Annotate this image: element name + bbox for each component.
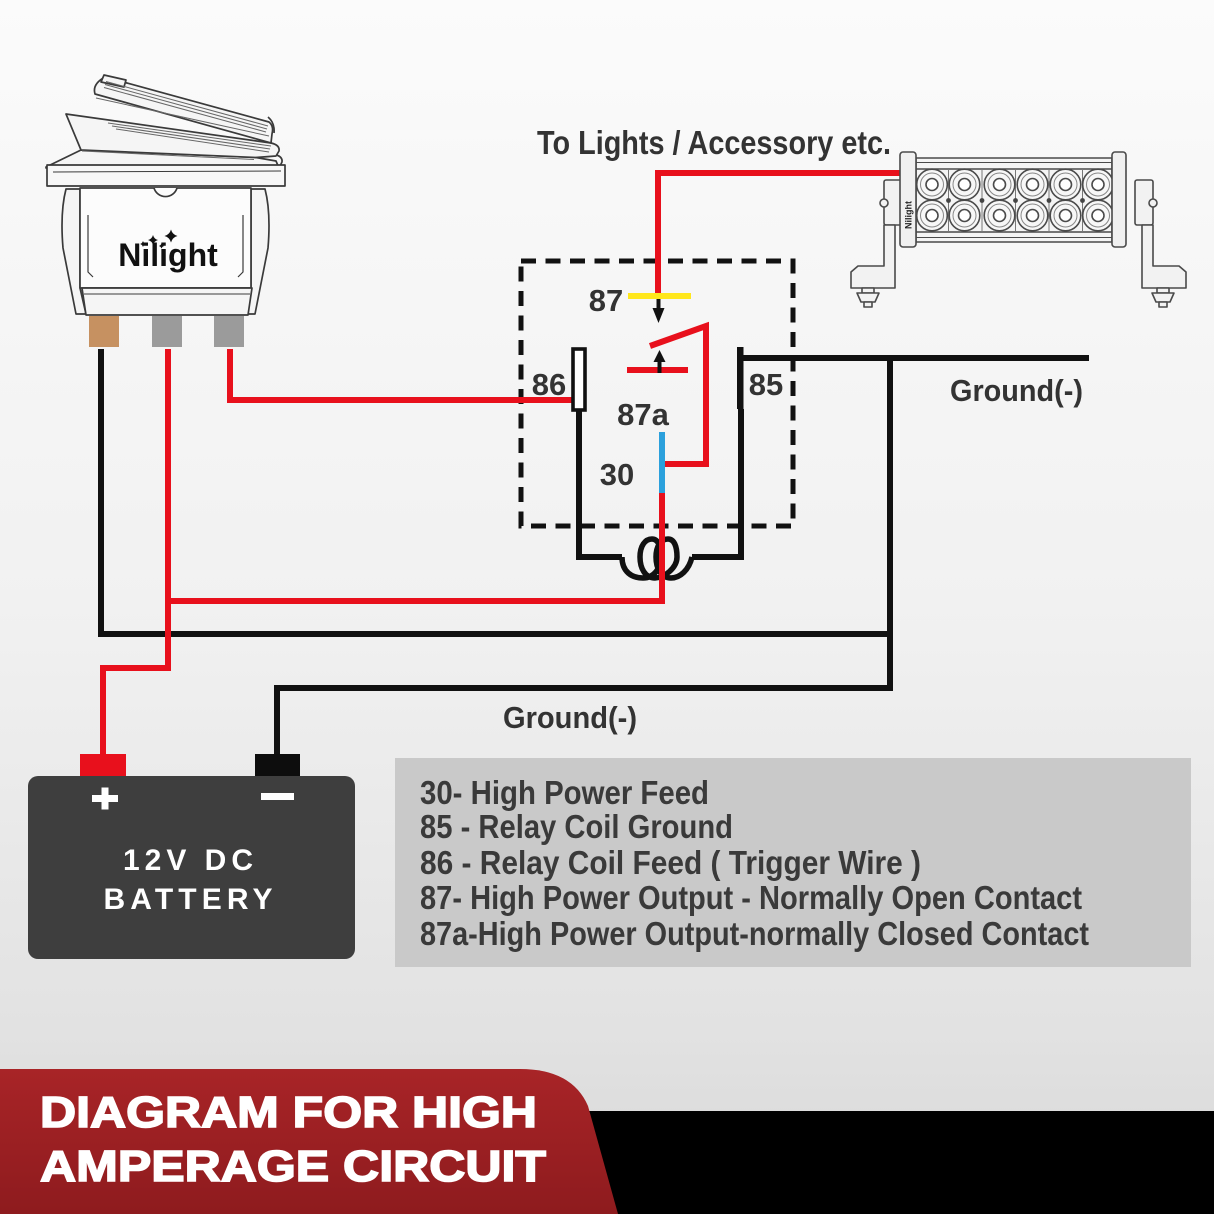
svg-text:Ground(-): Ground(-): [950, 373, 1083, 408]
svg-text:85 - Relay Coil Ground: 85 - Relay Coil Ground: [420, 808, 733, 845]
svg-text:To Lights / Accessory etc.: To Lights / Accessory etc.: [537, 124, 891, 161]
svg-text:87a: 87a: [617, 397, 669, 432]
svg-text:BATTERY: BATTERY: [104, 883, 273, 916]
svg-text:AMPERAGE CIRCUIT: AMPERAGE CIRCUIT: [40, 1142, 546, 1191]
svg-text:87- High Power Output - Normal: 87- High Power Output - Normally Open Co…: [420, 879, 1082, 916]
svg-text:86: 86: [532, 367, 566, 402]
svg-text:Ground(-): Ground(-): [503, 700, 637, 735]
svg-text:87: 87: [589, 283, 623, 318]
svg-text:85: 85: [749, 367, 783, 402]
svg-text:30- High Power Feed: 30- High Power Feed: [420, 774, 709, 811]
svg-text:86 - Relay Coil Feed ( Trigger: 86 - Relay Coil Feed ( Trigger Wire ): [420, 844, 921, 881]
svg-text:Nilight: Nilight: [118, 237, 218, 273]
svg-text:Nilight: Nilight: [904, 201, 914, 229]
svg-text:30: 30: [600, 457, 634, 492]
svg-text:87a-High Power Output-normally: 87a-High Power Output-normally Closed Co…: [420, 915, 1089, 952]
svg-text:DIAGRAM FOR HIGH: DIAGRAM FOR HIGH: [40, 1088, 537, 1137]
